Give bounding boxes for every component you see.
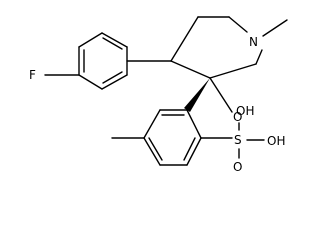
n-methyl-bond [262,19,288,37]
stereo-wedge-bond [184,78,210,112]
sulfonic-hydroxyl-label: OH [267,134,285,148]
hydroxymethyl-bond [209,77,233,113]
sulfonyl-oxygen-top-label: O [233,110,242,124]
structure-diagram: F N OH S O O OH [29,16,288,174]
sulfonyl-oxygen-bottom-label: O [233,160,242,174]
nitrogen-label: N [249,35,258,49]
fluorine-label: F [29,68,36,82]
piperidine-ring [170,16,263,79]
fluorophenyl-ring [78,32,128,90]
tolyl-ring [143,109,202,166]
molecule-drawing: F N OH S O O OH [29,16,288,174]
hydroxyl-label: OH [236,104,254,118]
sulfur-label: S [234,133,242,147]
